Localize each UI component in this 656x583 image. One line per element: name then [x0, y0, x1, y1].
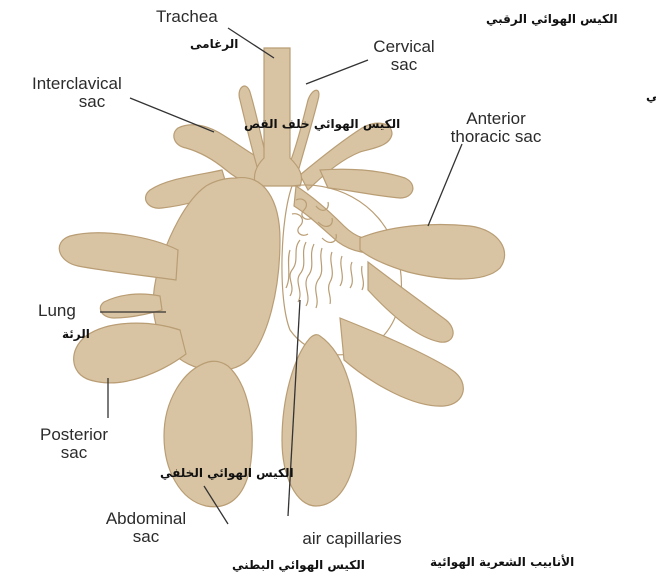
interclavical-sac-label-line2: sac — [79, 92, 106, 111]
interclavical-sac-label-arabic: الكيس الهوائي خلف القص — [244, 117, 400, 132]
trachea-label: Trachea — [156, 7, 218, 26]
anterior-thoracic-sac-label: Anterior — [466, 109, 526, 128]
cervical-sac-label-line2: sac — [391, 55, 418, 74]
left-abdominal-sac-shape — [164, 361, 252, 507]
cervical-sac-leader — [306, 60, 368, 84]
left-lower-lobe-shape — [100, 294, 162, 318]
posterior-sac-label: Posterior — [40, 425, 108, 444]
posterior-sac-label-arabic: الكيس الهوائي الخلفي — [160, 466, 294, 481]
left-posterior-sac-shape — [74, 323, 186, 383]
abdominal-sac-label: Abdominal — [106, 509, 186, 528]
air-capillaries-label: air capillaries — [302, 529, 401, 548]
right-cervical-sac-shape — [288, 90, 319, 172]
interclavical-sac-leader — [130, 98, 214, 132]
abdominal-sac-label-line2: sac — [133, 527, 160, 546]
air-capillaries-label-arabic: الأنابيب الشعرية الهوائية — [430, 554, 574, 570]
right-upper-lobe-shape — [320, 169, 413, 198]
cervical-sac-label: Cervical — [373, 37, 434, 56]
anterior-thoracic-sac-leader — [428, 144, 462, 226]
anterior-thoracic-sac-label-line2: thoracic sac — [451, 127, 542, 146]
cervical-sac-label-arabic: الكيس الهوائي الرقبي — [486, 12, 618, 27]
trachea-label-arabic: الرغامى — [190, 37, 238, 51]
lung-label-arabic: الرئة — [62, 327, 90, 341]
abdominal-sac-label-arabic: الكيس الهوائي البطني — [232, 558, 365, 573]
lung-label: Lung — [38, 301, 76, 320]
posterior-sac-label-line2: sac — [61, 443, 88, 462]
interclavical-sac-label: Interclavical — [32, 74, 122, 93]
right-anterior-thoracic-sac-shape — [360, 225, 505, 280]
anterior-thoracic-sac-label-arabic: الكيس الهوائي الصدري الداخلي — [646, 89, 656, 104]
left-anterior-thoracic-sac-shape — [59, 233, 178, 280]
